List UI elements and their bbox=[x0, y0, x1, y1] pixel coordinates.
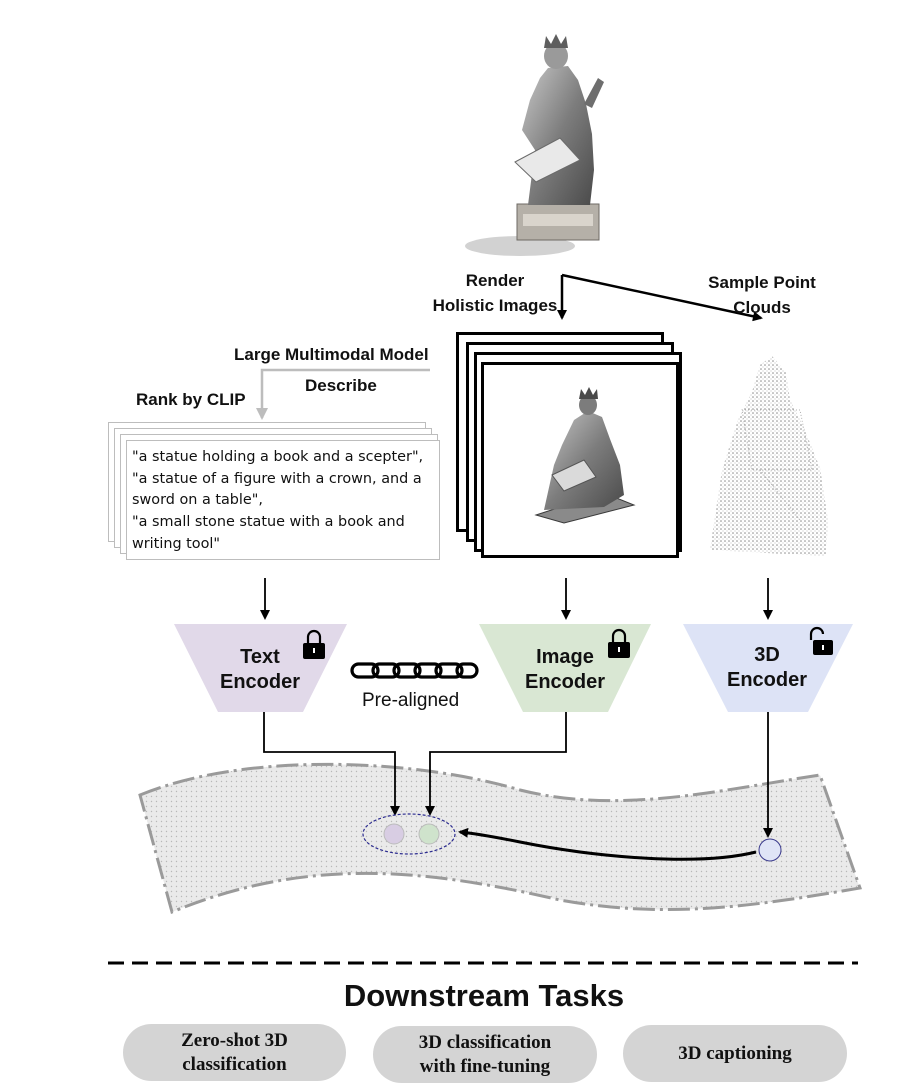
caption-line: sword on a table", bbox=[132, 492, 263, 509]
point-cloud-image bbox=[710, 356, 828, 556]
caption-card bbox=[126, 440, 440, 560]
task-fine-tuning-classification: 3D classification with fine-tuning bbox=[373, 1026, 597, 1083]
image-encoder-label: Image Encoder bbox=[524, 646, 606, 693]
output-arrows bbox=[263, 712, 773, 838]
threed-encoder-shape bbox=[683, 624, 853, 712]
statue-image bbox=[465, 34, 604, 256]
lmm-label: Large Multimodal Model bbox=[234, 345, 429, 364]
task-3d-captioning: 3D captioning bbox=[623, 1025, 847, 1082]
pre-aligned-label: Pre-aligned bbox=[362, 690, 460, 711]
task-zero-shot-classification: Zero-shot 3D classification bbox=[123, 1024, 346, 1081]
caption-line: writing tool" bbox=[132, 535, 221, 552]
sample-point-clouds-label: Sample Point Clouds bbox=[708, 273, 816, 317]
caption-line: "a statue of a figure with a crown, and … bbox=[132, 470, 422, 487]
image-embedding-point bbox=[418, 823, 440, 845]
caption-line: "a statue holding a book and a scepter", bbox=[132, 449, 424, 465]
alignment-arrow bbox=[458, 827, 757, 861]
describe-arrow bbox=[256, 368, 430, 420]
rendered-statue-image bbox=[534, 387, 636, 524]
lock-icon bbox=[303, 629, 325, 659]
caption-list: "a statue holding a book and a scepter",… bbox=[132, 447, 432, 556]
render-sample-arrows bbox=[557, 273, 763, 322]
downstream-tasks-title: Downstream Tasks bbox=[343, 978, 625, 1013]
text-embedding-point bbox=[383, 823, 405, 845]
chain-icon bbox=[350, 662, 479, 679]
pre-aligned-cluster bbox=[362, 813, 456, 855]
threed-encoder-label: 3D Encoder bbox=[726, 644, 808, 691]
caption-line: "a small stone statue with a book and bbox=[132, 514, 405, 531]
lock-icon bbox=[608, 628, 630, 658]
render-label: Render Holistic Images bbox=[432, 271, 558, 315]
rank-by-clip-label: Rank by CLIP bbox=[136, 390, 246, 409]
text-encoder-label: Text Encoder bbox=[219, 646, 301, 693]
input-arrows bbox=[260, 578, 773, 620]
unlock-icon bbox=[809, 626, 833, 655]
render-frame-front bbox=[481, 362, 679, 558]
threed-embedding-point bbox=[758, 838, 782, 862]
describe-label: Describe bbox=[305, 376, 377, 395]
